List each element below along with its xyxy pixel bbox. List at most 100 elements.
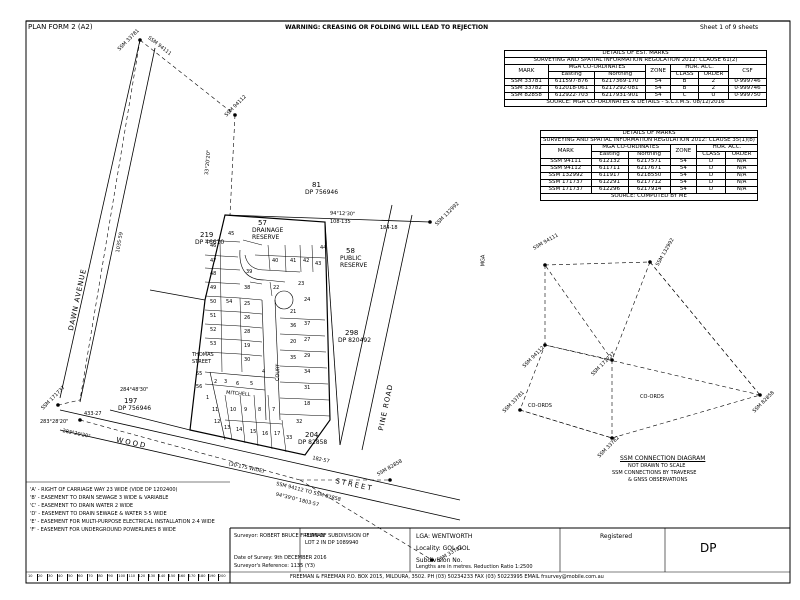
connection-diagram-sub2: SSM CONNECTIONS BY TRAVERSE: [612, 470, 697, 476]
lot-204-label: 204: [305, 431, 319, 439]
mga-label: MGA: [480, 254, 487, 267]
scale-tick: 10: [28, 574, 39, 581]
lot-number: 54: [226, 299, 233, 305]
lot-number: 19: [244, 343, 251, 349]
lot-number: 42: [303, 258, 310, 264]
plan-lot: LOT 2 IN DP 1089940: [305, 540, 359, 546]
lot-number: 53: [210, 341, 217, 347]
cell: SSM 82858: [504, 92, 549, 100]
connection-diagram-sub3: & GNSS OBSERVATIONS: [628, 477, 688, 483]
scale-tick: 80: [98, 574, 109, 581]
cell: 0·999750: [727, 92, 768, 100]
lot-number: 25: [244, 301, 251, 307]
lot-number: 7: [272, 407, 276, 413]
lot-number: 45: [228, 231, 235, 237]
lot-number: 40: [272, 258, 279, 264]
plan-form-label: PLAN FORM 2 (A2): [28, 23, 93, 31]
lot-number: 38: [244, 285, 251, 291]
lot-204-dp: DP 82858: [298, 439, 328, 446]
lot-number: 49: [210, 285, 217, 291]
cell: N/A: [725, 186, 758, 194]
scale-tick: 110: [128, 574, 139, 581]
lot-number: 6: [236, 381, 240, 387]
scale-tick: 160: [179, 574, 189, 581]
legend-item: 'D' - EASEMENT TO DRAIN SEWAGE & WATER 3…: [30, 511, 167, 517]
est-marks-source: SOURCE: MGA CO-ORDINATES & DETAILS - S.C…: [504, 99, 767, 107]
lot-number: 56: [196, 384, 203, 390]
lot-number: 31: [304, 385, 311, 391]
lot-number: 21: [290, 309, 297, 315]
bearing-label: 283°28'20": [40, 419, 69, 425]
lot-number: 5: [250, 381, 254, 387]
dp-label: DP: [700, 541, 717, 555]
est-col-zone: ZONE: [645, 64, 672, 79]
lot-number: 43: [315, 261, 322, 267]
thomas-street-label: STREET: [192, 359, 212, 365]
lot-number: 17: [274, 431, 281, 437]
lot-number: 27: [304, 337, 311, 343]
lot-number: 47: [210, 258, 217, 264]
lot-number: 12: [214, 419, 221, 425]
lot-number: 55: [196, 371, 203, 377]
lot-number: 4: [262, 369, 266, 375]
lot-number: 51: [210, 313, 217, 319]
cell: D: [696, 186, 727, 194]
lot-number: 26: [244, 315, 251, 321]
marks-col-zone: ZONE: [669, 144, 698, 159]
lot-number: 37: [304, 321, 311, 327]
drainage-label: DRAINAGE: [252, 227, 284, 234]
scale-tick: 120: [139, 574, 149, 581]
subdivision-label: Subdivision No.: [416, 557, 463, 564]
lot-58-label: 58: [346, 247, 355, 255]
lot-number: 9: [244, 407, 248, 413]
scale-tick: 200: [218, 574, 226, 578]
lot-number: 41: [290, 258, 297, 264]
scale-tick: 90: [108, 574, 119, 581]
legend-item: 'A' - RIGHT OF CARRIAGE WAY 23 WIDE (VID…: [30, 487, 178, 493]
lot-number: 33: [286, 435, 293, 441]
scale-tick: 30: [48, 574, 59, 581]
lot-57-label: 57: [258, 219, 267, 227]
lot-number: 46: [210, 243, 217, 249]
lot-197-label: 197: [124, 397, 138, 405]
marks-table: DETAILS OF MARKS SURVEYING AND SPATIAL I…: [540, 130, 758, 201]
lot-number: 44: [320, 245, 327, 251]
lot-number: 52: [210, 327, 217, 333]
lot-number: 50: [210, 299, 217, 305]
survey-date: Date of Survey: 9th DECEMBER 2016: [234, 555, 327, 561]
registered-label: Registered: [600, 533, 633, 540]
public-label: PUBLIC: [340, 255, 362, 262]
lot-219-label: 219: [200, 231, 214, 239]
scale-tick: 100: [118, 574, 129, 581]
est-col-mark: MARK: [504, 64, 549, 79]
lga-label: LGA: WENTWORTH: [416, 533, 473, 540]
scale-bar: 10 20 30 40 50 60 70 80 90 100 110 120 1…: [28, 574, 228, 581]
est-marks-table: DETAILS OF EST. MARKS SURVEYING AND SPAT…: [504, 50, 768, 107]
legend-item: 'E' - EASEMENT FOR MULTI-PURPOSE ELECTRI…: [30, 519, 215, 525]
lot-number: 22: [273, 285, 280, 291]
lot-number: 18: [304, 401, 311, 407]
lot-number: 35: [290, 355, 297, 361]
coords-label: CO-ORDS: [528, 403, 552, 409]
est-marks-regulation: SURVEYING AND SPATIAL INFORMATION REGULA…: [504, 57, 767, 65]
marks-col-mark: MARK: [540, 144, 592, 159]
scale-tick: 150: [169, 574, 179, 581]
cell: SSM 171737: [540, 186, 592, 194]
connection-diagram-sub1: NOT DRAWN TO SCALE: [628, 463, 686, 469]
lot-number: 10: [230, 407, 237, 413]
lot-number: 24: [304, 297, 311, 303]
lot-number: 20: [290, 339, 297, 345]
lot-number: 15: [250, 429, 257, 435]
court-label: COURT: [274, 363, 282, 382]
marks-source: SOURCE: COMPUTED BY ME: [540, 193, 758, 201]
lot-number: 39: [246, 269, 253, 275]
lot-number: 2: [214, 379, 218, 385]
scale-tick: 40: [58, 574, 69, 581]
distance-label: 184·18: [380, 225, 398, 231]
scale-tick: 180: [199, 574, 209, 581]
lot-197-dp: DP 756946: [118, 405, 152, 412]
public-reserve-label: RESERVE: [340, 262, 368, 269]
lot-81-dp: DP 756946: [305, 189, 339, 196]
